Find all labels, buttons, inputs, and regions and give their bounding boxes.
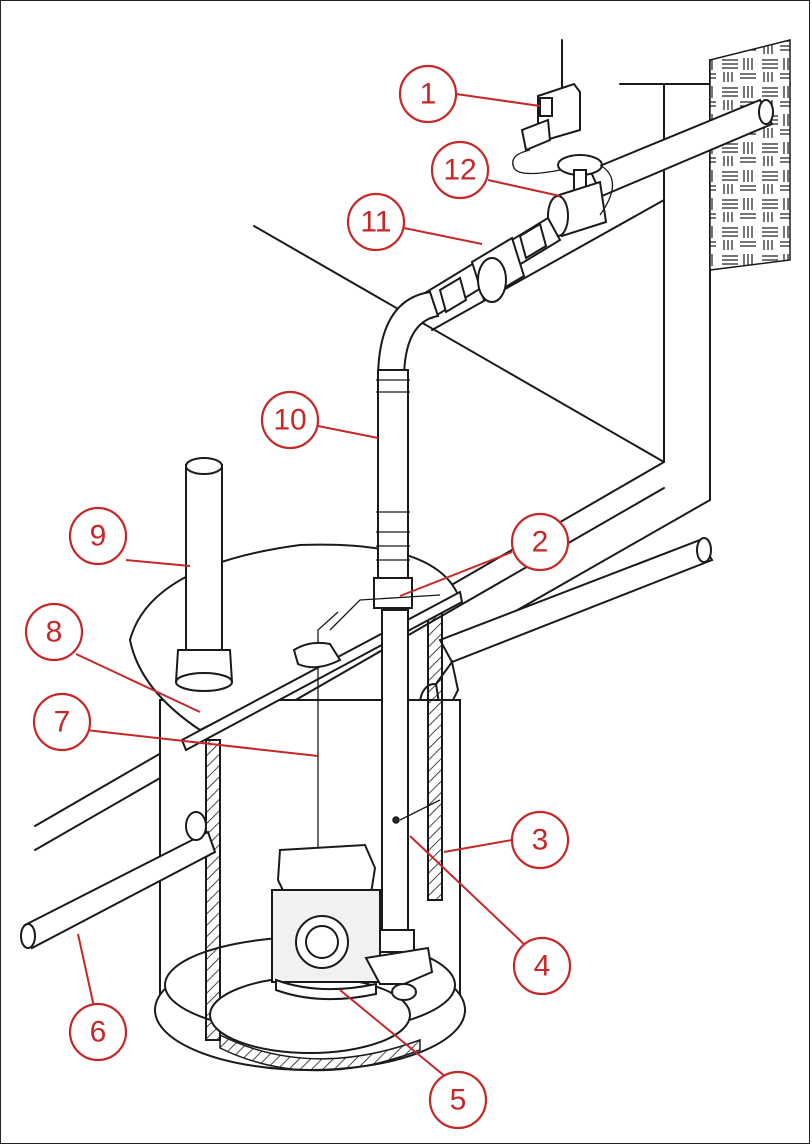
callout-9-label: 9 bbox=[90, 520, 107, 553]
vent-pipe bbox=[174, 457, 234, 692]
callout-3-label: 3 bbox=[532, 824, 549, 857]
callout-6: 6 bbox=[68, 1002, 128, 1062]
pipe-elbow bbox=[376, 290, 440, 381]
callout-10: 10 bbox=[260, 390, 320, 450]
callout-3: 3 bbox=[510, 810, 570, 870]
brick-wall bbox=[709, 39, 791, 271]
float-switch bbox=[392, 799, 441, 824]
callout-11: 11 bbox=[346, 192, 406, 252]
union-coupling bbox=[418, 216, 562, 320]
callout-12-label: 12 bbox=[443, 154, 476, 187]
right-floor-pipe bbox=[419, 537, 714, 726]
callout-7: 7 bbox=[32, 692, 92, 752]
callout-4-label: 4 bbox=[534, 950, 551, 983]
callout-5: 5 bbox=[428, 1070, 488, 1130]
callout-8-label: 8 bbox=[46, 616, 63, 649]
callout-10-label: 10 bbox=[273, 404, 306, 437]
callout-5-label: 5 bbox=[450, 1084, 467, 1117]
float-cord bbox=[292, 594, 441, 878]
callout-4: 4 bbox=[512, 936, 572, 996]
callout-1-label: 1 bbox=[420, 78, 437, 111]
callout-8: 8 bbox=[24, 602, 84, 662]
callout-2: 2 bbox=[510, 512, 570, 572]
sump-pump bbox=[271, 843, 434, 1001]
callout-12: 12 bbox=[430, 140, 490, 200]
callout-9: 9 bbox=[68, 506, 128, 566]
electrical-outlet-box bbox=[512, 39, 581, 175]
callout-2-label: 2 bbox=[532, 526, 549, 559]
callout-1: 1 bbox=[398, 64, 458, 124]
callout-7-label: 7 bbox=[54, 706, 71, 739]
callouts: 1 2 3 4 5 6 7 8 bbox=[24, 64, 572, 1130]
callout-6-label: 6 bbox=[90, 1016, 107, 1049]
left-floor-pipe bbox=[20, 811, 217, 950]
callout-11-label: 11 bbox=[360, 206, 391, 239]
check-valve bbox=[547, 154, 613, 238]
